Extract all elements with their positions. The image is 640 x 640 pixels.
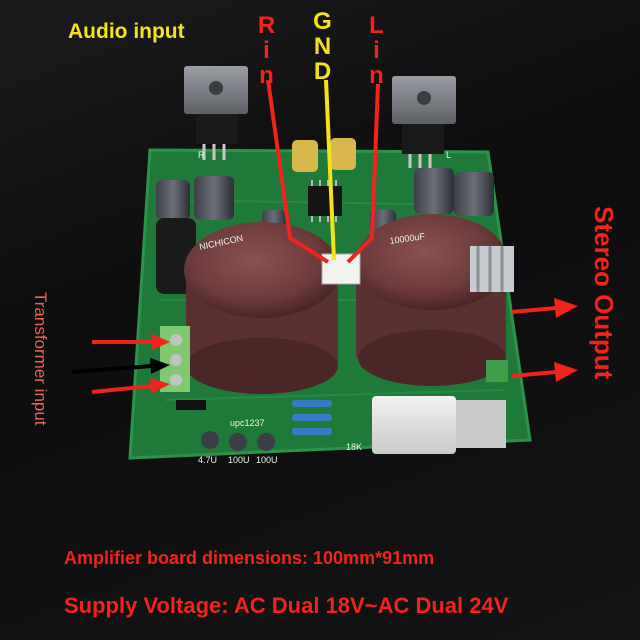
- op-amp-chip: [308, 180, 342, 222]
- relay: [372, 396, 456, 454]
- resistor-row: [176, 400, 332, 435]
- silk-chip: upc1237: [230, 418, 265, 428]
- small-capacitors: [156, 138, 494, 451]
- stereo-output-label: Stereo Output: [589, 206, 619, 380]
- audio-input-label: Audio input: [68, 20, 185, 43]
- relay-base: [456, 400, 506, 448]
- input-wire-lines: [266, 79, 380, 264]
- silk-left-marker: L: [446, 150, 451, 160]
- rin-label: Rin: [253, 12, 280, 87]
- large-capacitor-right: [356, 214, 508, 386]
- power-transistor-left: [392, 76, 456, 168]
- supply-voltage-text: Supply Voltage: AC Dual 18V~AC Dual 24V: [64, 593, 509, 618]
- gnd-label: GND: [309, 8, 336, 83]
- board-dimensions-text: Amplifier board dimensions: 100mm*91mm: [64, 548, 435, 568]
- cap-value-text: 10000uF: [389, 231, 426, 246]
- silk-cap-1: 4.7U: [198, 455, 217, 465]
- silk-right-marker: R: [198, 150, 205, 160]
- silk-resistor: 18K: [346, 442, 362, 452]
- silk-cap-2: 100U: [228, 455, 250, 465]
- silk-cap-3: 100U: [256, 455, 278, 465]
- transformer-terminal: [160, 326, 190, 392]
- transformer-arrows: [71, 334, 170, 394]
- output-terminal: [470, 246, 514, 382]
- lin-label: Lin: [363, 12, 390, 87]
- output-arrows: [511, 298, 578, 382]
- transformer-input-label: Transformer input: [31, 292, 50, 426]
- power-transistor-right: [184, 66, 248, 160]
